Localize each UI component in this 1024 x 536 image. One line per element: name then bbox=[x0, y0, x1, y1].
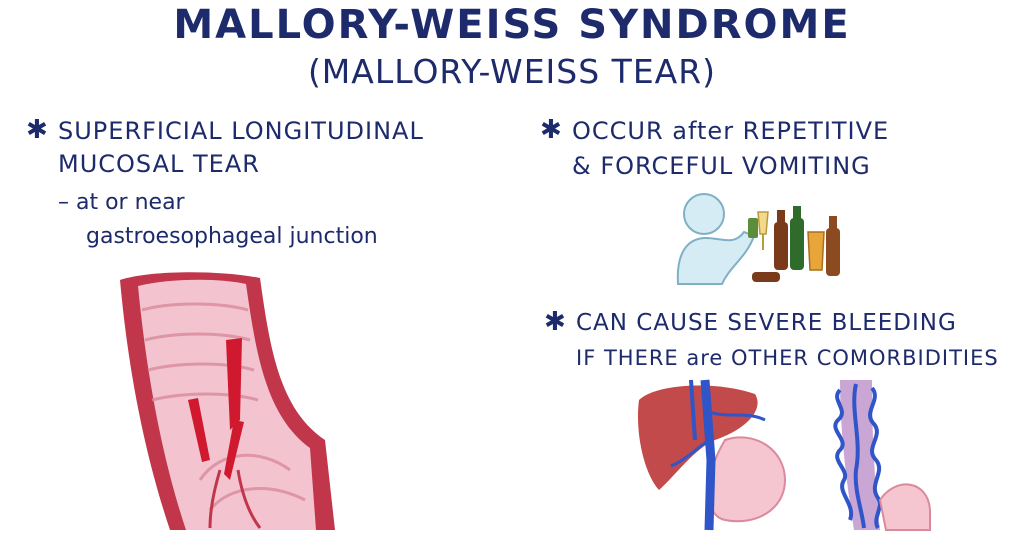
occur-text-line1: OCCUR after REPETITIVE bbox=[572, 117, 890, 145]
bullet-star-icon: ✱ bbox=[26, 115, 48, 145]
bullet-text-line1: SUPERFICIAL LONGITUDINAL bbox=[58, 117, 424, 145]
esophageal-varices-illustration bbox=[833, 380, 931, 531]
bleeding-text-line1: CAN CAUSE SEVERE BLEEDING bbox=[576, 310, 957, 336]
bleeding-text-line2: IF THERE are OTHER COMORBIDITIES bbox=[576, 346, 999, 370]
person-drinking-icon bbox=[676, 193, 840, 285]
liver-varices-illustration bbox=[637, 379, 787, 531]
sub-text-line2: gastroesophageal junction bbox=[86, 224, 378, 249]
bullet-text-line2: MUCOSAL TEAR bbox=[58, 150, 260, 178]
page-subtitle: (MALLORY-WEISS TEAR) bbox=[307, 52, 717, 91]
page-title: MALLORY-WEISS SYNDROME bbox=[173, 2, 851, 48]
bullet-star-icon: ✱ bbox=[544, 307, 566, 337]
esophagus-illustration bbox=[120, 272, 335, 530]
bullet-star-icon: ✱ bbox=[540, 115, 562, 145]
sub-text-line1: – at or near bbox=[58, 190, 185, 215]
occur-text-line2: & FORCEFUL VOMITING bbox=[572, 152, 871, 180]
